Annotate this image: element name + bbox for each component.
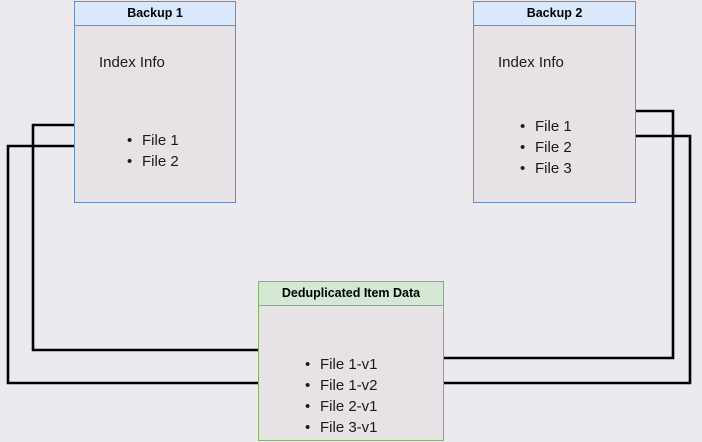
backup1-box[interactable]: Backup 1 Index Info File 1 File 2 xyxy=(74,1,236,203)
dedup-item-list: File 1-v1 File 1-v2 File 2-v1 File 3-v1 xyxy=(305,354,378,438)
backup2-file-item[interactable]: File 1 xyxy=(520,116,572,137)
backup2-file-item[interactable]: File 3 xyxy=(520,158,572,179)
backup2-title: Backup 2 xyxy=(474,2,635,26)
backup1-file-list: File 1 File 2 xyxy=(127,130,179,172)
dedup-item[interactable]: File 1-v2 xyxy=(305,375,378,396)
backup2-file-list: File 1 File 2 File 3 xyxy=(520,116,572,179)
backup2-index-info-label: Index Info xyxy=(498,54,564,71)
backup2-box[interactable]: Backup 2 Index Info File 1 File 2 File 3 xyxy=(473,1,636,203)
backup1-file-item[interactable]: File 1 xyxy=(127,130,179,151)
backup1-index-info-label: Index Info xyxy=(99,54,165,71)
dedup-item[interactable]: File 1-v1 xyxy=(305,354,378,375)
backup1-file-item[interactable]: File 2 xyxy=(127,151,179,172)
dedup-item[interactable]: File 2-v1 xyxy=(305,396,378,417)
dedup-body: File 1-v1 File 1-v2 File 2-v1 File 3-v1 xyxy=(259,306,443,440)
backup1-title: Backup 1 xyxy=(75,2,235,26)
backup1-body: Index Info File 1 File 2 xyxy=(75,26,235,202)
backup2-body: Index Info File 1 File 2 File 3 xyxy=(474,26,635,202)
dedup-item[interactable]: File 3-v1 xyxy=(305,417,378,438)
dedup-title: Deduplicated Item Data xyxy=(259,282,443,306)
backup2-file-item[interactable]: File 2 xyxy=(520,137,572,158)
dedup-box[interactable]: Deduplicated Item Data File 1-v1 File 1-… xyxy=(258,281,444,441)
